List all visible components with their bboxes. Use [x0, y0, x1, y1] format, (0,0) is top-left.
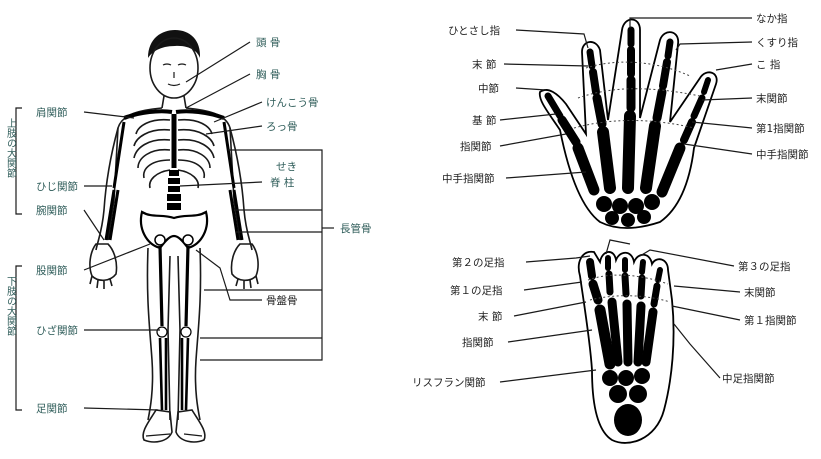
hip-socket-left: [155, 235, 165, 245]
knee-cap-left: [157, 327, 167, 337]
label-sternum: 胸 骨: [256, 68, 280, 81]
label-metacarpal-joint-left: 中手指関節: [442, 172, 495, 185]
head-outline: [150, 38, 198, 98]
label-third-toe: 第３の足指: [738, 260, 791, 273]
label-base-phalanx: 基 節: [472, 114, 496, 127]
label-toe-joint: 指関節: [462, 336, 494, 349]
label-second-joint-hand: 第1指関節: [756, 122, 805, 135]
knee-cap-right: [181, 327, 191, 337]
hand-skeleton-figure: [540, 20, 717, 229]
label-index-finger: ひとさし指: [448, 24, 501, 37]
label-skull: 頭 骨: [256, 37, 280, 49]
leg-outline-left: [147, 248, 152, 420]
label-middle-phalanx: 中節: [478, 82, 499, 95]
label-elbow-joint: ひじ関節: [36, 180, 78, 193]
pelvis-bone: [141, 212, 207, 248]
label-end-phalanx-foot: 末 節: [478, 310, 502, 323]
hand-right: [231, 244, 258, 289]
label-knee-joint: ひざ関節: [36, 324, 78, 337]
foot-right: [176, 410, 205, 442]
label-carpal-joint: 指関節: [460, 140, 492, 153]
label-wrist-joint: 腕関節: [36, 204, 68, 217]
face-features: [163, 64, 186, 86]
label-ring-finger: くすり指: [756, 36, 798, 49]
label-upper-limb-group: 上肢の大関節: [5, 118, 17, 179]
label-metatarsophalangeal: 中足指関節: [722, 372, 775, 385]
leg-outline-inner: [168, 256, 180, 420]
femur-bones: [160, 246, 188, 326]
ribcage: [134, 114, 214, 188]
head-hair: [148, 30, 200, 58]
label-ankle-joint: 足関節: [36, 402, 68, 415]
label-shoulder-joint: 肩関節: [36, 106, 68, 119]
label-lower-limb-group: 下肢の大関節: [5, 276, 17, 337]
label-sacrum: 骨盤骨: [266, 294, 298, 307]
label-middle-finger: なか指: [756, 12, 788, 25]
human-skeleton-figure: [90, 30, 258, 442]
label-spine: 脊 柱: [270, 176, 295, 189]
label-end-joint: 末 節: [472, 58, 496, 71]
label-second-toe: 第２の足指: [452, 256, 505, 269]
label-metacarpophalangeal: 中手指関節: [756, 148, 809, 161]
label-lisfranc-joint: リスフラン関節: [412, 376, 486, 389]
foot-left: [143, 410, 172, 442]
label-hip-joint: 股関節: [36, 264, 68, 277]
label-long-bone: 長管骨: [340, 222, 372, 235]
label-clavicle: けんこう骨: [266, 97, 319, 109]
label-distal-joint-foot: 末関節: [744, 286, 776, 299]
foot-skeleton-figure: [579, 252, 674, 443]
label-first-toe: 第１の足指: [450, 284, 503, 297]
label-distal-joint-hand: 末関節: [756, 92, 788, 105]
label-rib: ろっ骨: [266, 121, 298, 133]
label-little-finger: こ 指: [756, 58, 781, 71]
tibia-bones: [160, 338, 188, 410]
leg-outline-right: [195, 248, 200, 420]
hip-socket-right: [183, 235, 193, 245]
label-first-toe-joint: 第１指関節: [744, 314, 797, 327]
label-spine-ruby: せき: [276, 161, 297, 173]
spine-column: [167, 170, 181, 210]
